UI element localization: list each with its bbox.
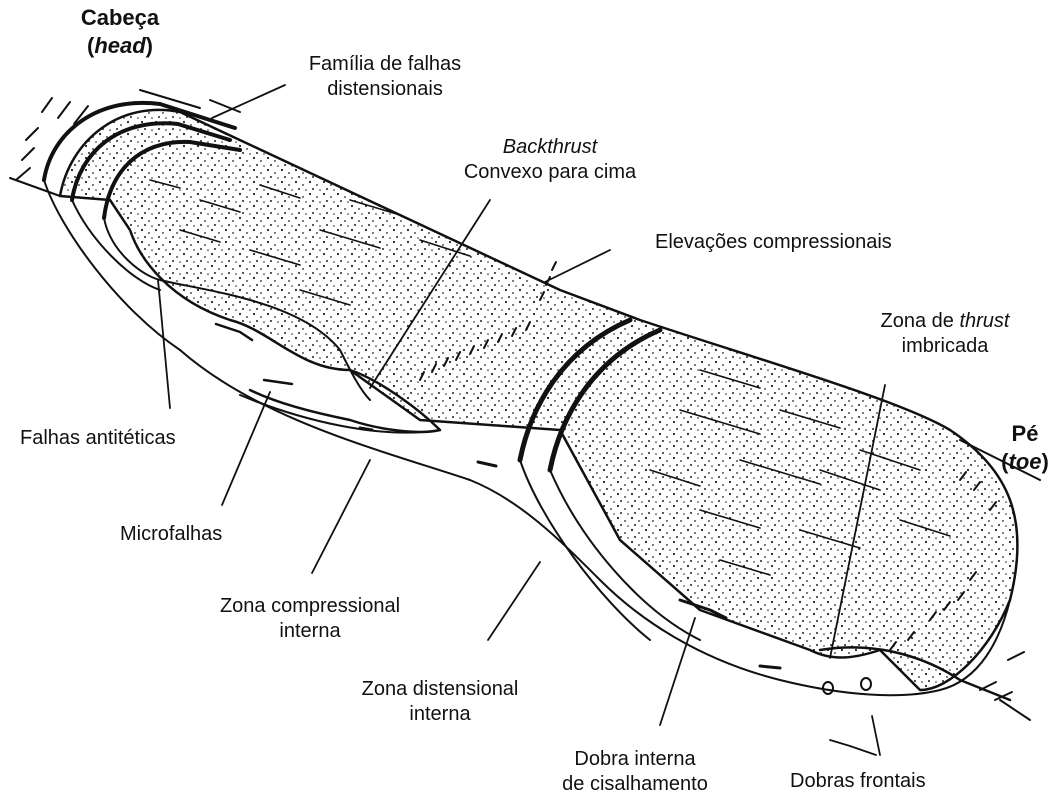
toe-ground-hatch [980,652,1024,700]
head-close-paren: ) [146,33,153,58]
backthrust-description: Convexo para cima [450,160,650,185]
toe-title: Pé [990,420,1060,448]
leader-antithetic-faults [158,280,170,408]
compressional-ridges-label: Elevações compressionais [655,230,892,255]
distensional-faults-line-2: distensionais [285,77,485,102]
thrust-zone-line-2: imbricada [860,334,1030,359]
toe-term: toe [1009,449,1042,474]
toe-label: Pé (toe) [990,420,1060,476]
backthrust-label: Backthrust Convexo para cima [450,135,650,185]
leader-frontal-folds-1 [830,740,876,755]
thrust-zone-line-1: Zona de thrust [860,309,1030,334]
arrow-mark-3 [760,666,780,668]
internal-compressional-line-2: interna [200,619,420,644]
leader-frontal-folds-2 [872,716,880,755]
arrow-mark-1 [360,428,372,430]
leader-microfaults [222,392,270,505]
internal-compressional-label: Zona compressional interna [200,594,420,644]
internal-distensional-line-2: interna [335,702,545,727]
distensional-faults-line-1: Família de falhas [285,52,485,77]
leader-internal-compressional [312,460,370,573]
leader-distensional-faults [212,85,285,118]
internal-shear-fold-line-2: de cisalhamento [540,772,730,797]
thrust-term: thrust [959,310,1009,332]
distensional-faults-label: Família de falhas distensionais [285,52,485,102]
thrust-zone-label: Zona de thrust imbricada [860,309,1030,359]
internal-shear-fold-line-1: Dobra interna [540,747,730,772]
toe-term-line: (toe) [990,448,1060,476]
internal-distensional-line-1: Zona distensional [335,677,545,702]
leader-internal-distensional [488,562,540,640]
internal-shear-fold-label: Dobra interna de cisalhamento [540,747,730,797]
head-term: head [94,33,145,58]
frontal-fold-mark-2 [861,678,871,690]
head-term-line: (head) [60,32,180,60]
toe-ground-2 [1000,700,1030,720]
head-title: Cabeça [60,4,180,32]
microfaults-label: Microfalhas [120,522,222,547]
head-label: Cabeça (head) [60,4,180,60]
backthrust-term: Backthrust [450,135,650,160]
arrow-mark-2 [478,462,496,466]
toe-close-paren: ) [1042,449,1049,474]
thrust-zone-prefix: Zona de [881,310,960,332]
antithetic-faults-label: Falhas antitéticas [20,426,176,451]
leader-shear-fold [660,618,695,725]
internal-compressional-line-1: Zona compressional [200,594,420,619]
microfault-mark-2 [264,380,292,384]
frontal-folds-label: Dobras frontais [790,769,926,794]
toe-open-paren: ( [1001,449,1008,474]
frontal-fold-mark-1 [823,682,833,694]
internal-distensional-label: Zona distensional interna [335,677,545,727]
